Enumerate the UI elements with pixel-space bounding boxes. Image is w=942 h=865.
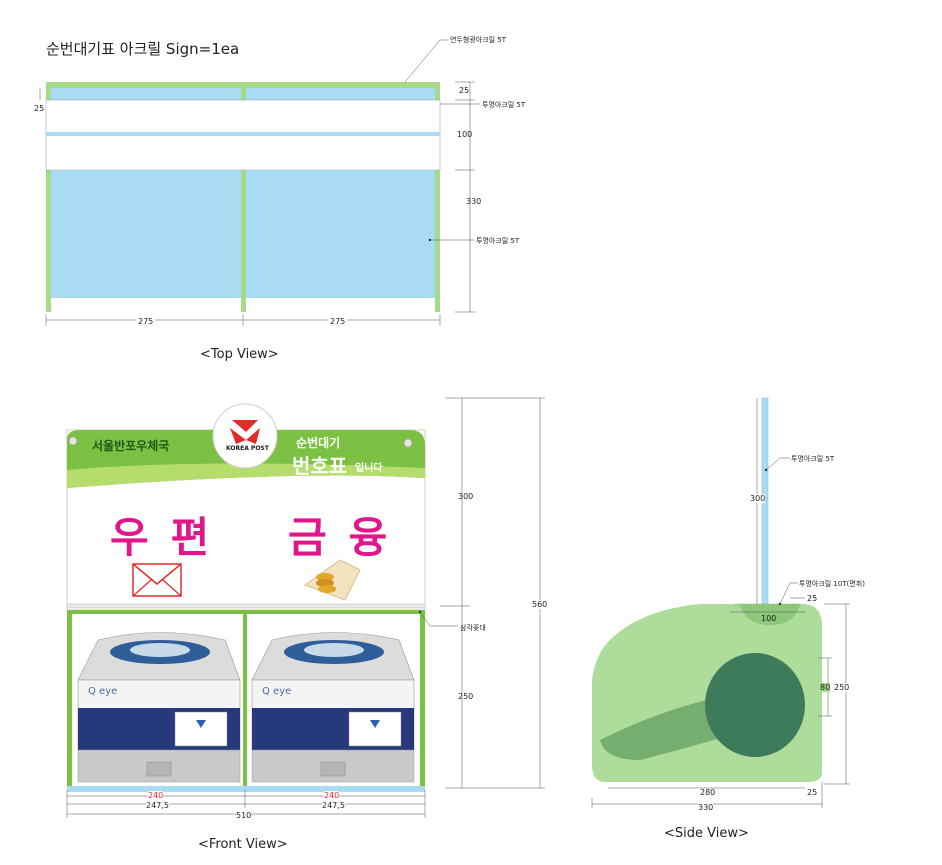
machine-brand-right: Q eye [262,686,292,697]
dim-front-247b: 247,5 [322,801,345,810]
page-title: 순번대기표 아크릴 Sign=1ea [46,40,240,58]
dim-right-25: 25 [459,86,470,95]
machine-brand-left: Q eye [88,686,118,697]
dim-side-25a: 25 [807,594,818,603]
left-frame-post [46,82,51,312]
dim-front-240a: 240 [148,791,164,800]
machine-dial [705,653,805,757]
dim-side-25b: 25 [807,788,818,797]
dim-width-2: 275 [328,317,348,326]
dim-front-560: 560 [532,600,548,609]
top-left-strip [51,88,241,100]
logo-text: KOREA POST [226,445,269,452]
side-clear5-label: 투명아크릴 5T [791,455,835,463]
korea-post-logo [212,403,278,469]
top-view-caption: <Top View> [200,347,279,362]
dim-left-25: 25 [34,104,45,113]
dim-front-240b: 240 [324,791,340,800]
header-suffix-text: 입니다 [355,463,383,474]
clear-side-label: 투명아크릴 5T [476,237,520,245]
dim-front-510: 510 [236,811,252,820]
dim-side-100: 100 [761,614,777,623]
dim-side-330: 330 [698,803,714,812]
dim-side-80: 80 [820,683,831,692]
envelope-icon [132,563,182,597]
dim-330: 330 [466,197,482,206]
top-right-strip [246,88,435,100]
frame-material-label: 연두형광아크릴 5T [450,36,507,44]
dim-side-250: 250 [834,683,850,692]
left-lower-panel [51,170,241,298]
dim-front-247a: 247,5 [146,801,169,810]
header-divider [46,132,440,136]
dim-side-280: 280 [700,788,716,797]
word-finance: 금융 [288,513,410,562]
dim-100: 100 [457,130,473,139]
branch-name: 서울반포우체국 [92,439,170,453]
front-view-caption: <Front View> [198,837,288,852]
ticket-machine-right [251,632,415,783]
header-small-text: 순번대기 [296,436,341,450]
right-frame-post [435,82,440,312]
side-clear10-label: 투명아크릴 10T(면취) [799,580,865,588]
dim-side-300: 300 [750,494,766,503]
word-postal: 우편 [110,513,232,562]
dim-width-1: 275 [136,317,156,326]
clear-top-label: 투명아크릴 5T [482,101,526,109]
dim-front-250: 250 [458,692,474,701]
right-lower-panel [246,170,435,298]
side-view-caption: <Side View> [664,826,749,841]
middle-frame-post [241,82,246,312]
stand-label: 삼각꽂대 [460,624,486,632]
header-big-text: 번호표 [292,454,348,478]
ticket-machine-left [77,632,241,783]
dim-front-300: 300 [458,492,474,501]
